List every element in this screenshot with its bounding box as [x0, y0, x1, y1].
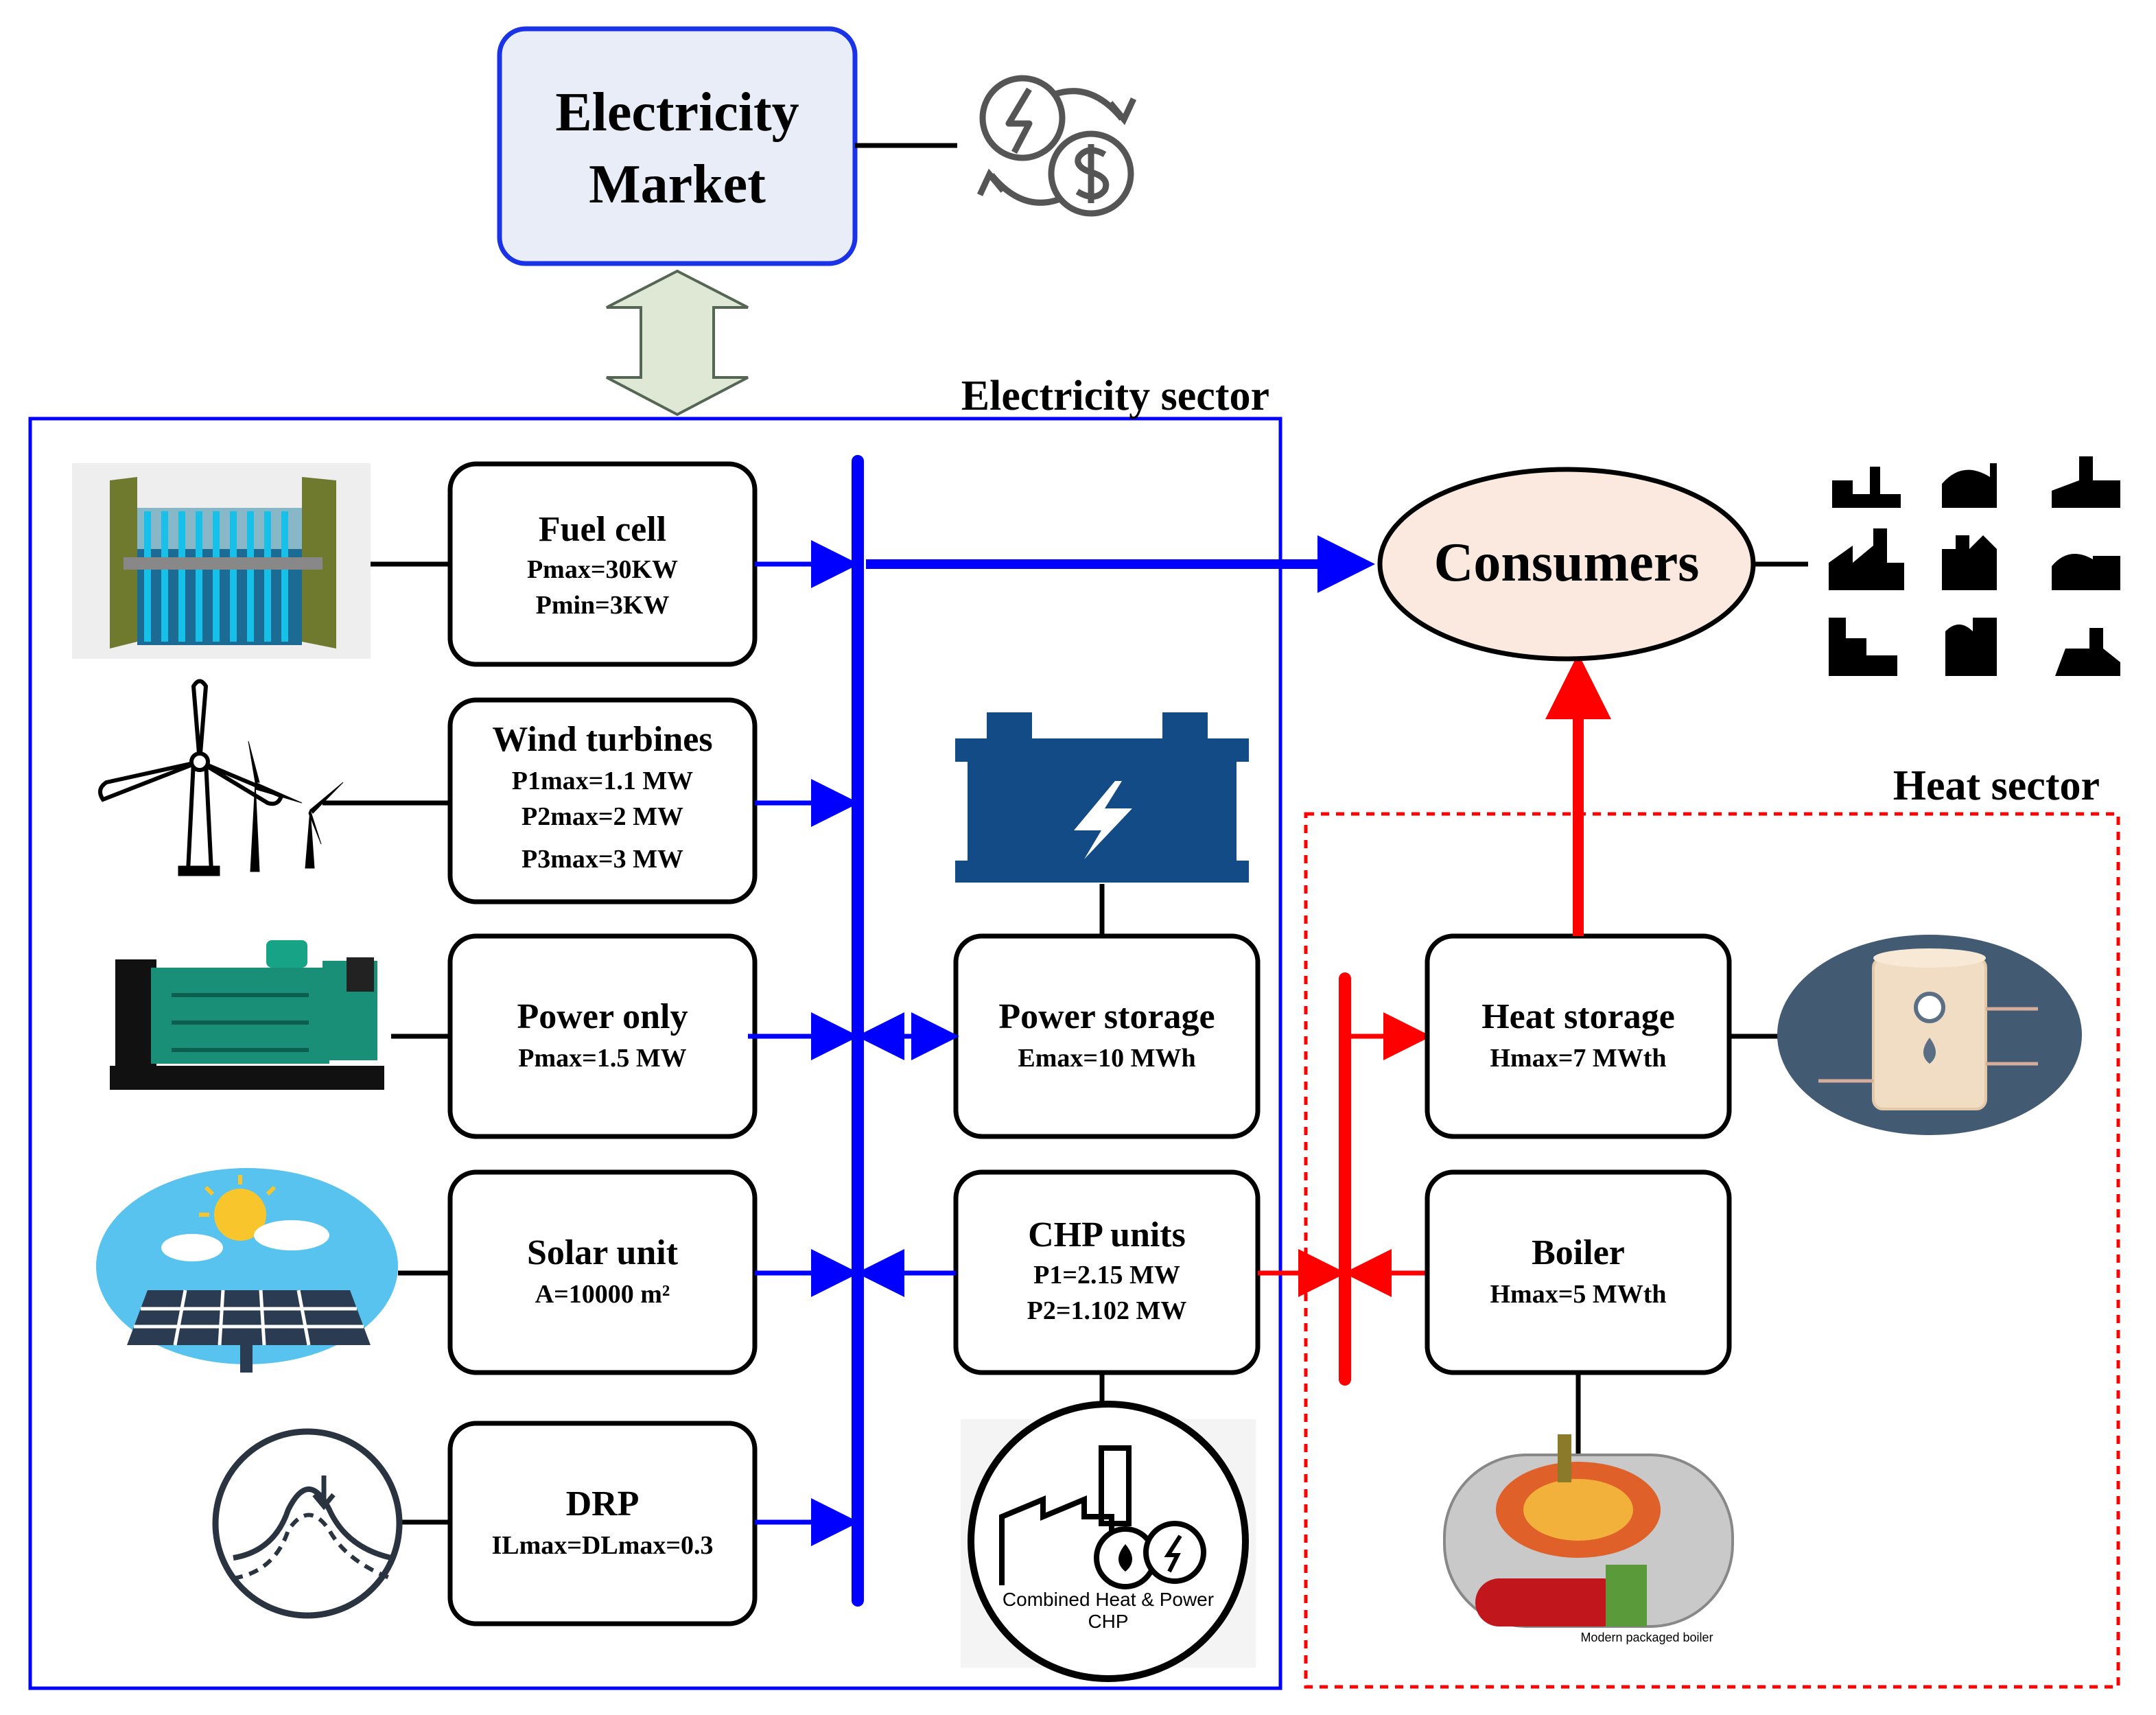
- wind-p1: P1max=1.1 MW: [512, 767, 693, 795]
- boiler-title: Boiler: [1532, 1233, 1625, 1272]
- fuel-cell-node: Fuel cell Pmax=30KW Pmin=3KW: [447, 461, 758, 667]
- wind-turbines-node: Wind turbines P1max=1.1 MW P2max=2 MW P3…: [447, 697, 758, 905]
- consumers-node: Consumers: [1377, 467, 1756, 662]
- power-storage-emax: Emax=10 MWh: [1018, 1044, 1195, 1073]
- power-only-title: Power only: [517, 997, 688, 1036]
- factory-icon: [1829, 456, 2120, 676]
- demand-response-icon: [212, 1428, 403, 1619]
- heat-storage-node: Heat storage Hmax=7 MWth: [1425, 933, 1732, 1139]
- fuel-cell-pmax: Pmax=30KW: [527, 555, 678, 584]
- power-storage-node: Power storage Emax=10 MWh: [953, 933, 1261, 1139]
- drp-node: DRP ILmax=DLmax=0.3: [447, 1421, 758, 1626]
- power-storage-title: Power storage: [998, 997, 1215, 1036]
- electricity-sector-label: Electricity sector: [961, 373, 1269, 419]
- boiler-hmax: Hmax=5 MWth: [1490, 1280, 1666, 1309]
- wind-title: Wind turbines: [492, 720, 712, 759]
- fuel-cell-icon: [72, 463, 371, 659]
- fuel-cell-pmin: Pmin=3KW: [536, 591, 670, 620]
- wind-p3: P3max=3 MW: [522, 845, 683, 874]
- solar-area: A=10000 m²: [535, 1280, 670, 1309]
- fuel-cell-title: Fuel cell: [539, 510, 666, 549]
- electricity-sector-frame: [28, 417, 1282, 1690]
- chp-plant-icon: Combined Heat & Power CHP: [961, 1401, 1256, 1682]
- money-exchange-icon: [976, 75, 1137, 217]
- chp-title: CHP units: [1028, 1215, 1186, 1255]
- wind-p2: P2max=2 MW: [522, 802, 683, 831]
- drp-title: DRP: [566, 1484, 640, 1524]
- heat-storage-title: Heat storage: [1481, 997, 1675, 1036]
- chp-units-node: CHP units P1=2.15 MW P2=1.102 MW: [953, 1169, 1261, 1375]
- chp-p2: P2=1.102 MW: [1027, 1296, 1187, 1325]
- solar-panel-icon: [96, 1168, 398, 1373]
- chp-icon-caption: Combined Heat & Power: [1003, 1589, 1214, 1610]
- generator-icon: [110, 940, 384, 1090]
- solar-unit-node: Solar unit A=10000 m²: [447, 1169, 758, 1375]
- boiler-icon-caption: Modern packaged boiler: [1580, 1631, 1713, 1644]
- electricity-market-node: Electricity Market: [497, 26, 858, 266]
- market-exchange-arrow: [606, 269, 749, 417]
- wind-turbine-icon: [98, 679, 344, 876]
- power-only-node: Power only Pmax=1.5 MW: [447, 933, 758, 1139]
- solar-title: Solar unit: [527, 1233, 679, 1272]
- battery-icon: [955, 712, 1249, 883]
- drp-limits: ILmax=DLmax=0.3: [491, 1531, 713, 1560]
- heat-storage-hmax: Hmax=7 MWth: [1490, 1044, 1666, 1073]
- boiler-node: Boiler Hmax=5 MWth: [1425, 1169, 1732, 1375]
- market-title-line2: Market: [589, 154, 766, 215]
- heat-sector-label: Heat sector: [1893, 762, 2100, 809]
- heat-tank-icon: [1777, 935, 2082, 1135]
- chp-p1: P1=2.15 MW: [1033, 1261, 1180, 1290]
- chp-icon-caption-abbr: CHP: [1088, 1611, 1128, 1632]
- market-title-line1: Electricity: [555, 82, 799, 143]
- power-only-pmax: Pmax=1.5 MW: [518, 1044, 686, 1073]
- consumers-label: Consumers: [1434, 533, 1700, 593]
- boiler-icon: Modern packaged boiler: [1443, 1434, 1734, 1644]
